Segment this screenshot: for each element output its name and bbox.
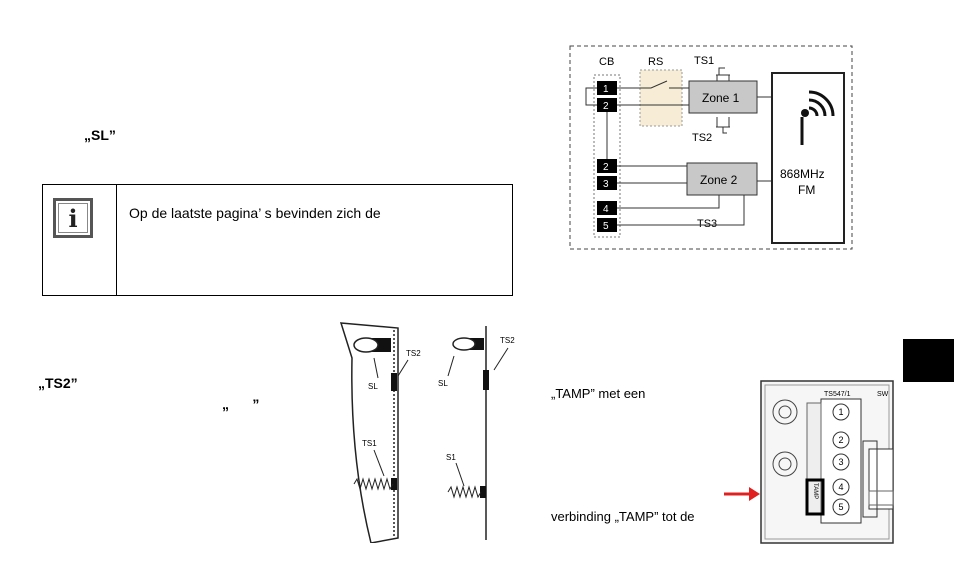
zone-2-box (686, 162, 758, 196)
ts2-label: „TS2” (38, 375, 78, 391)
zone-2-label: Zone 2 (700, 173, 738, 187)
terminal-1 (597, 81, 617, 95)
cb-label: CB (599, 56, 614, 68)
wiring-frame (569, 45, 853, 250)
transmitter-box (771, 72, 845, 244)
terminal-block-drawing: TS547/1 SW 1 2 3 4 5 TAMP (760, 380, 894, 544)
quotes-label: „ ” (222, 396, 260, 412)
mech-ts1: TS1 (362, 439, 377, 448)
mech-sl-right: SL (438, 379, 448, 388)
sl-label: „SL” (84, 127, 116, 143)
ts3-label: TS3 (697, 218, 717, 230)
terminal-2b-label: 2 (603, 162, 609, 173)
info-glyph: i (58, 203, 88, 233)
terminal-3 (597, 176, 617, 190)
zone-1-box (688, 80, 758, 114)
rs-label: RS (648, 56, 663, 68)
terminal-header: TS547/1 (824, 391, 851, 398)
terminal-sw: SW (877, 391, 889, 398)
wiring-diagram: CB RS TS1 TS2 TS3 1 2 2 3 4 5 Zone 1 Zon… (569, 45, 853, 250)
rs-box (639, 69, 683, 127)
terminal-3-label: 3 (603, 179, 609, 190)
mech-sl-left: SL (368, 382, 378, 391)
cb-column (593, 74, 621, 238)
ts1-label: TS1 (694, 55, 714, 67)
terminal-2-label: 2 (603, 101, 609, 112)
terminal-1-label: 1 (603, 84, 609, 95)
ts2-wiring-label: TS2 (692, 132, 712, 144)
terminal-n3: 3 (838, 457, 843, 467)
terminal-5-label: 5 (603, 221, 609, 232)
terminal-n1: 1 (838, 407, 843, 417)
info-text: Op de laatste pagina’ s bevinden zich de (129, 205, 381, 221)
frequency-label: 868MHz (780, 167, 825, 181)
terminal-5 (597, 218, 617, 232)
tamp-text: „TAMP” met een (551, 386, 646, 401)
mech-ts2-left: TS2 (406, 349, 421, 358)
tamp-jumper (805, 478, 825, 516)
terminal-n2: 2 (838, 435, 843, 445)
antenna-icon (800, 90, 835, 145)
info-icon: i (53, 198, 93, 238)
tamp-connection-text: verbinding „TAMP” tot de (551, 509, 695, 524)
terminal-2 (597, 98, 617, 112)
mech-ts2-right: TS2 (500, 336, 515, 345)
terminal-2b (597, 159, 617, 173)
tamper-switch-drawing: TS2 TS2 SL SL TS1 S1 (339, 322, 515, 543)
info-note-box: i Op de laatste pagina’ s bevinden zich … (42, 184, 513, 296)
terminal-4 (597, 201, 617, 215)
terminal-n4: 4 (838, 482, 843, 492)
terminal-n5: 5 (838, 502, 843, 512)
page-tab-marker (903, 339, 954, 382)
info-icon-cell: i (43, 185, 117, 295)
tamp-side-label: TAMP (812, 483, 818, 499)
antenna-dot (801, 109, 809, 117)
terminal-4-label: 4 (603, 204, 609, 215)
mech-s1: S1 (446, 453, 456, 462)
zone-1-label: Zone 1 (702, 91, 740, 105)
red-arrow-icon (724, 487, 760, 501)
fm-label: FM (798, 183, 815, 197)
